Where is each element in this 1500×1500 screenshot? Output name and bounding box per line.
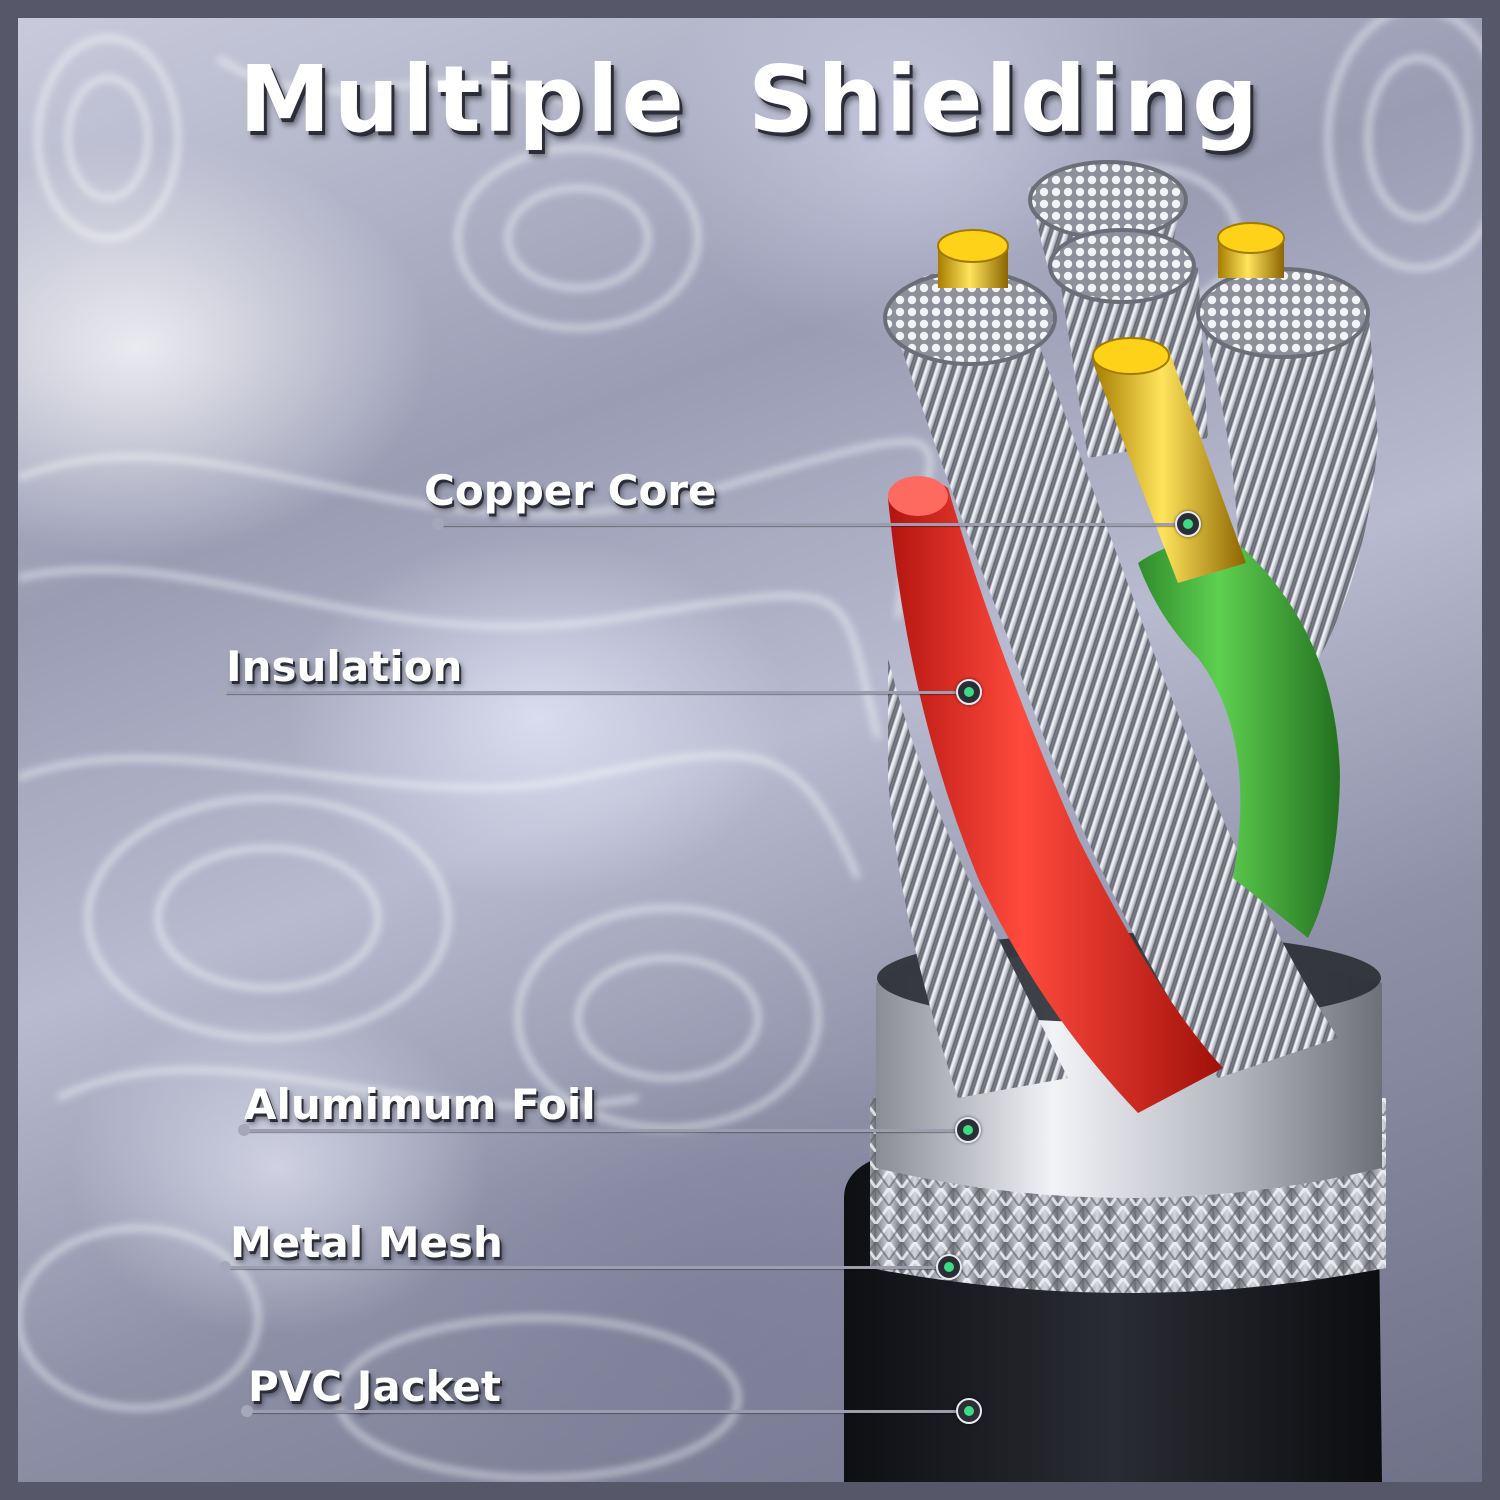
strand-end-right bbox=[1196, 267, 1370, 359]
copper-core-shape bbox=[1093, 348, 1246, 583]
leader-pvc-jacket bbox=[247, 1410, 969, 1413]
leader-metal-mesh bbox=[225, 1266, 949, 1269]
label-aluminum-foil: Alumimum Foil bbox=[244, 1080, 596, 1129]
green-insulation-shape bbox=[1138, 540, 1340, 938]
leader-start-pvc-jacket bbox=[241, 1405, 253, 1417]
label-copper-core: Copper Core bbox=[424, 466, 717, 515]
cable-illustration bbox=[844, 160, 1386, 1482]
marker-metal-mesh bbox=[936, 1254, 962, 1280]
strand-end-back bbox=[1028, 160, 1188, 240]
marker-copper-core bbox=[1175, 511, 1201, 537]
leader-start-aluminum-foil bbox=[238, 1124, 250, 1136]
marker-aluminum-foil bbox=[955, 1117, 981, 1143]
leader-start-copper-core bbox=[432, 518, 444, 530]
label-pvc-jacket: PVC Jacket bbox=[248, 1362, 501, 1411]
leader-start-insulation bbox=[215, 686, 227, 698]
marker-insulation bbox=[956, 679, 982, 705]
label-insulation: Insulation bbox=[226, 642, 463, 691]
leader-copper-core bbox=[438, 523, 1188, 526]
leader-start-metal-mesh bbox=[219, 1261, 231, 1273]
diagram-panel: Multiple Shielding bbox=[18, 18, 1482, 1482]
leader-insulation bbox=[221, 691, 969, 694]
strand-bundle-left bbox=[888, 272, 1338, 1078]
leader-aluminum-foil bbox=[244, 1129, 968, 1132]
strand-end-center bbox=[1048, 228, 1196, 304]
swirl-background bbox=[18, 18, 1482, 1481]
red-insulation-shape bbox=[888, 480, 1223, 1113]
diagram-title: Multiple Shielding bbox=[239, 46, 1261, 153]
marker-pvc-jacket bbox=[956, 1398, 982, 1424]
strand-bundle-front bbox=[888, 658, 1068, 1098]
label-metal-mesh: Metal Mesh bbox=[230, 1218, 503, 1267]
